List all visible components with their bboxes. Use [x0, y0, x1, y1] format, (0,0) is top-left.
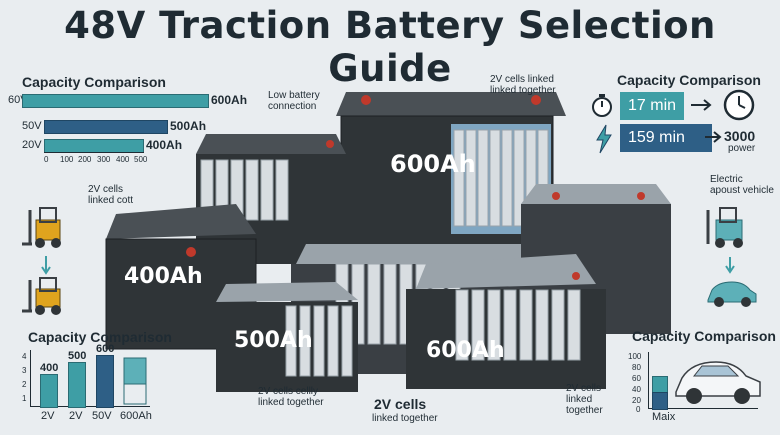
top-right-panel-title: Capacity Comparison	[617, 72, 761, 88]
y-tick: 40	[632, 385, 641, 394]
callout-cells-bottom-center-sub: linked together	[372, 413, 438, 424]
x-label-maix: Maix	[652, 411, 676, 423]
bar-label-20v: 20V	[22, 139, 42, 151]
vbar-label: 2V	[69, 410, 83, 422]
callout-cells-bottom-left: 2V cells cellly linked together	[258, 386, 324, 408]
arrow-down-icon	[725, 257, 735, 274]
page-title: 48V Traction Battery Selection Guide	[64, 4, 716, 90]
result-sub: power	[728, 143, 756, 154]
y-tick: 100	[628, 352, 642, 361]
bar-50v	[44, 120, 168, 134]
bar-label-50v: 50V	[22, 120, 42, 132]
vbar-label: 50V	[92, 410, 112, 422]
vbar-top-400: 400	[40, 362, 59, 374]
top-left-panel-title: Capacity Comparison	[22, 74, 166, 90]
battery-illustration	[105, 92, 671, 392]
car-icon	[675, 361, 761, 404]
y-tick: 2	[22, 380, 27, 389]
battery-label-400ah: 400Ah	[124, 264, 203, 289]
y-tick: 4	[22, 352, 27, 361]
y-tick: 3	[22, 366, 27, 375]
result-3000: 3000	[724, 128, 756, 144]
x-axis-line	[30, 406, 150, 407]
y-tick: 1	[22, 394, 27, 403]
vbar-label: 600Ah	[120, 410, 152, 422]
bottom-right-panel-title: Capacity Comparison	[632, 328, 776, 344]
bar-value-600ah: 600Ah	[211, 93, 248, 107]
battery-label-600ah-bottom: 600Ah	[426, 338, 505, 363]
time-box-17min: 17 min	[620, 92, 684, 120]
callout-cells-top: 2V cells linked linked together	[490, 74, 556, 96]
battery-label-500ah: 500Ah	[234, 328, 313, 353]
forklift-icon	[22, 277, 61, 315]
vbar-2	[68, 362, 86, 408]
lightning-icon	[596, 124, 612, 154]
electric-car-icon	[707, 281, 757, 307]
battery-500ah	[216, 282, 358, 392]
vbar-label: 2V	[41, 410, 55, 422]
x-tick: 100	[60, 155, 74, 164]
x-axis-line	[648, 408, 758, 409]
arrow-down-icon	[41, 256, 51, 275]
vbar-top-600: 600	[96, 343, 115, 355]
callout-cells-bottom-right: 2V cells linked together	[566, 383, 603, 416]
y-tick: 20	[632, 396, 641, 405]
bar-60v	[22, 94, 209, 108]
callout-cells-bottom-center: 2V cells	[374, 396, 427, 412]
battery-icon	[123, 357, 147, 405]
stopwatch-icon	[592, 94, 612, 117]
callout-cells-left: 2V cells linked cott	[88, 184, 134, 206]
forklift-icon	[22, 207, 61, 248]
vbar-3	[96, 355, 114, 408]
battery-600ah-top	[336, 92, 566, 267]
battery-label-600ah-top: 600Ah	[390, 150, 476, 178]
forklift-icon	[706, 207, 743, 248]
battery-600ah-bottom	[406, 254, 606, 389]
y-tick: 0	[636, 405, 641, 414]
bar-value-500ah: 500Ah	[170, 119, 207, 133]
arrow-right-icon	[691, 99, 712, 111]
callout-electric: Electric apoust vehicle	[710, 174, 774, 196]
clock-icon	[723, 89, 755, 121]
bar-value-400ah: 400Ah	[146, 138, 183, 152]
x-axis-line	[44, 152, 144, 153]
y-tick: 80	[632, 363, 641, 372]
x-tick: 400	[116, 155, 130, 164]
arrow-right-icon	[705, 131, 722, 143]
x-tick: 300	[97, 155, 111, 164]
bottom-left-panel-title: Capacity Comparison	[28, 329, 172, 345]
y-axis-line	[648, 352, 649, 408]
vbar-right-lower	[652, 392, 668, 410]
x-tick: 200	[78, 155, 92, 164]
time-box-159min: 159 min	[620, 124, 712, 152]
y-axis-line	[30, 350, 31, 406]
vbar-1	[40, 374, 58, 408]
x-tick: 500	[134, 155, 148, 164]
vbar-top-500: 500	[68, 350, 87, 362]
x-tick: 0	[44, 155, 49, 164]
callout-low-battery: Low battery connection	[268, 90, 320, 112]
y-tick: 60	[632, 374, 641, 383]
